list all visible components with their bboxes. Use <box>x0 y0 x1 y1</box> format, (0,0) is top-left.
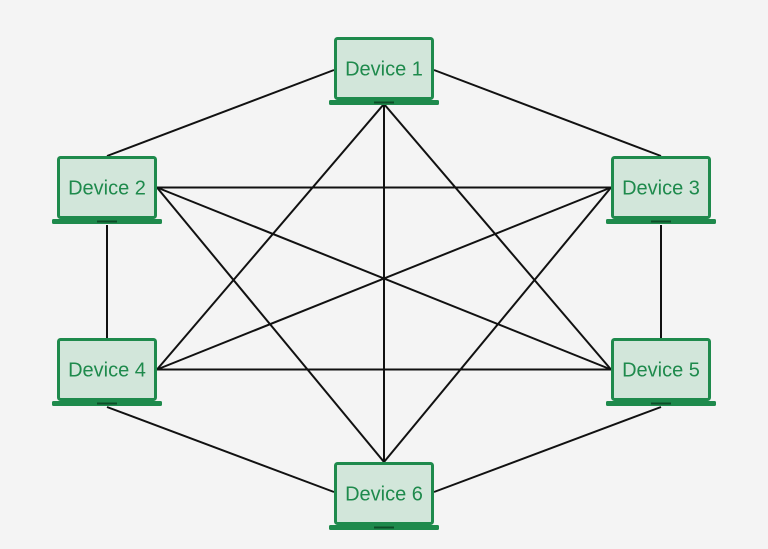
device-node-5[interactable]: Device 5 <box>606 338 716 407</box>
laptop-notch <box>374 101 394 104</box>
laptop-screen <box>334 462 434 525</box>
device-node-3[interactable]: Device 3 <box>606 156 716 225</box>
laptop-notch <box>97 402 117 405</box>
connection-line-d1-d5 <box>383 103 612 371</box>
laptop-icon <box>606 338 716 406</box>
device-label: Device 4 <box>68 360 146 382</box>
laptop-icon <box>329 37 439 105</box>
connection-line-d1-d4 <box>156 103 385 371</box>
device-label: Device 1 <box>345 59 423 81</box>
device-node-2[interactable]: Device 2 <box>52 156 162 225</box>
laptop-screen <box>334 37 434 100</box>
connection-lines <box>106 69 662 493</box>
laptop-icon <box>606 156 716 224</box>
laptop-screen <box>57 156 157 219</box>
device-label: Device 2 <box>68 178 146 200</box>
laptop-screen <box>57 338 157 401</box>
connection-line-d5-d6 <box>433 406 662 493</box>
connection-line-d3-d6 <box>383 186 612 463</box>
laptop-notch <box>651 220 671 223</box>
connection-line-d3-d4 <box>156 186 612 371</box>
device-node-6[interactable]: Device 6 <box>329 462 439 531</box>
laptop-screen <box>611 338 711 401</box>
device-nodes: Device 1 Device 2 Device 3 Device 4 Device 5… <box>52 37 716 531</box>
connection-line-d4-d6 <box>106 406 335 493</box>
device-label: Device 6 <box>345 484 423 506</box>
laptop-notch <box>374 526 394 529</box>
laptop-notch <box>651 402 671 405</box>
device-label: Device 3 <box>622 178 700 200</box>
laptop-notch <box>97 220 117 223</box>
device-node-4[interactable]: Device 4 <box>52 338 162 407</box>
device-node-1[interactable]: Device 1 <box>329 37 439 106</box>
laptop-icon <box>52 156 162 224</box>
laptop-icon <box>329 462 439 530</box>
connection-line-d1-d2 <box>106 69 335 157</box>
device-label: Device 5 <box>622 360 700 382</box>
laptop-icon <box>52 338 162 406</box>
connection-line-d1-d3 <box>433 69 662 157</box>
laptop-screen <box>611 156 711 219</box>
